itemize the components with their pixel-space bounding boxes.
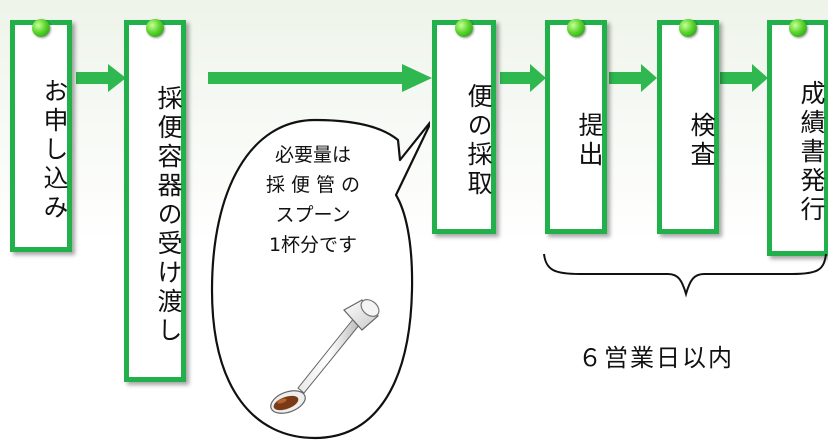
step-label: お申し込み [40, 77, 69, 223]
arrow-step5-step6 [720, 64, 768, 92]
step-label: 採便容器の受け渡し [154, 84, 183, 346]
arrow-step3-step4 [500, 64, 546, 92]
balloon-line: スプーン [275, 204, 351, 226]
green-dot-icon [679, 19, 697, 37]
green-dot-icon [146, 19, 164, 37]
green-dot-icon [32, 19, 50, 37]
duration-label: ６営業日以内 [578, 344, 734, 372]
green-dot-icon [567, 19, 585, 37]
step-report-issuance: 成績書発行 [767, 19, 828, 256]
step-container-handover: 採便容器の受け渡し [124, 19, 186, 382]
step-application: お申し込み [10, 19, 72, 252]
arrow-step4-step5 [609, 64, 657, 92]
speech-balloon [210, 118, 430, 440]
balloon-line: 1杯分です [268, 234, 358, 256]
balloon-text: 必要量は 採 便 管 の スプーン 1杯分です [248, 140, 378, 260]
step-label: 検査 [687, 112, 716, 170]
balloon-line: 必要量は [274, 144, 351, 166]
step-inspection: 検査 [657, 19, 719, 234]
arrow-step2-step3 [208, 64, 432, 92]
step-label: 便の採取 [464, 83, 493, 199]
brace-six-business-days [543, 253, 827, 298]
sample-spoon-icon [270, 299, 380, 414]
green-dot-icon [789, 19, 807, 37]
step-label: 成績書発行 [797, 79, 826, 225]
step-stool-collection: 便の採取 [432, 19, 496, 234]
arrow-step1-step2 [76, 64, 126, 92]
step-label: 提出 [575, 112, 604, 170]
green-dot-icon [455, 19, 473, 37]
balloon-line: 採 便 管 の [265, 174, 361, 196]
step-submission: 提出 [545, 19, 607, 234]
